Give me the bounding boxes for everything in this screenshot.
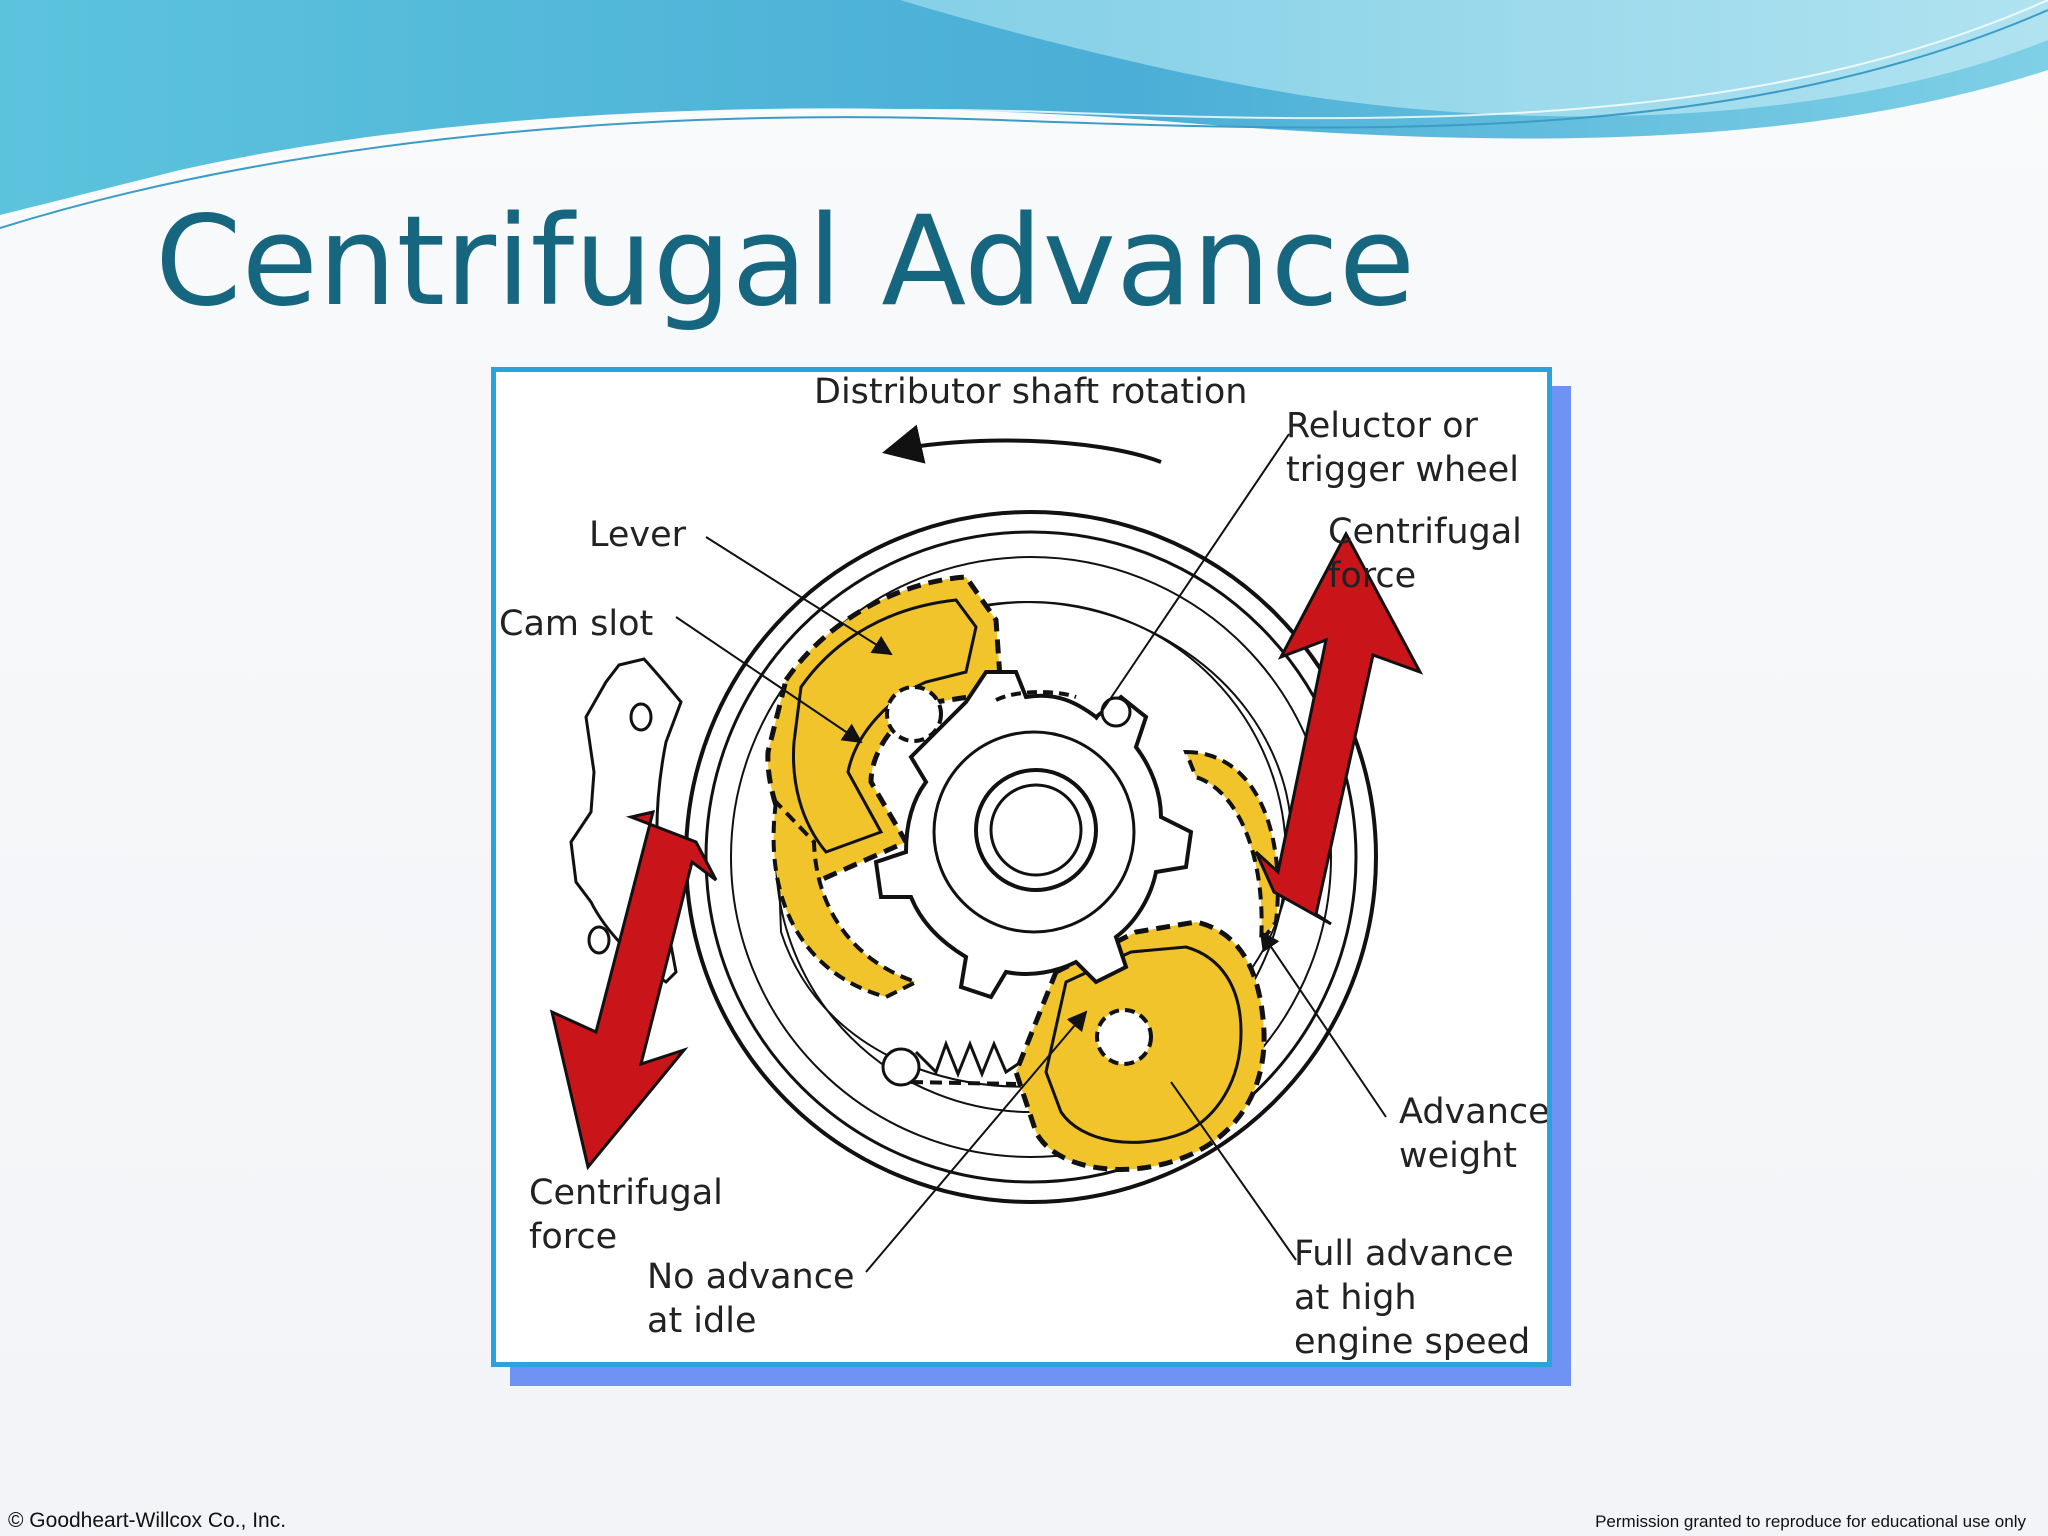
centrifugal-force-arrow-right xyxy=(1254,530,1424,926)
header-wave-decoration xyxy=(0,0,2048,229)
advance-spring xyxy=(881,1039,1022,1087)
figure-frame: Distributor shaft rotation Reluctor or t… xyxy=(491,367,1552,1367)
label-full-advance: Full advance at high engine speed xyxy=(1294,1234,1531,1362)
label-reluctor: Reluctor or trigger wheel xyxy=(1286,406,1519,490)
label-lever: Lever xyxy=(589,515,687,555)
footer-permission: Permission granted to reproduce for educ… xyxy=(1595,1512,2026,1531)
label-centrifugal-force-left: Centrifugal force xyxy=(529,1173,723,1257)
label-centrifugal-force-right: Centrifugal force xyxy=(1328,512,1522,596)
label-shaft-rotation: Distributor shaft rotation xyxy=(814,372,1248,412)
label-cam-slot: Cam slot xyxy=(499,604,654,644)
footer-copyright: © Goodheart-Willcox Co., Inc. xyxy=(8,1509,287,1532)
centrifugal-advance-diagram xyxy=(549,424,1424,1273)
rotation-arrow xyxy=(882,424,1162,464)
label-advance-weight: Advance weight xyxy=(1399,1092,1550,1176)
slide-title: Centrifugal Advance xyxy=(155,190,1416,334)
label-no-advance: No advance at idle xyxy=(647,1257,855,1341)
centrifugal-force-arrow-left xyxy=(549,809,718,1171)
